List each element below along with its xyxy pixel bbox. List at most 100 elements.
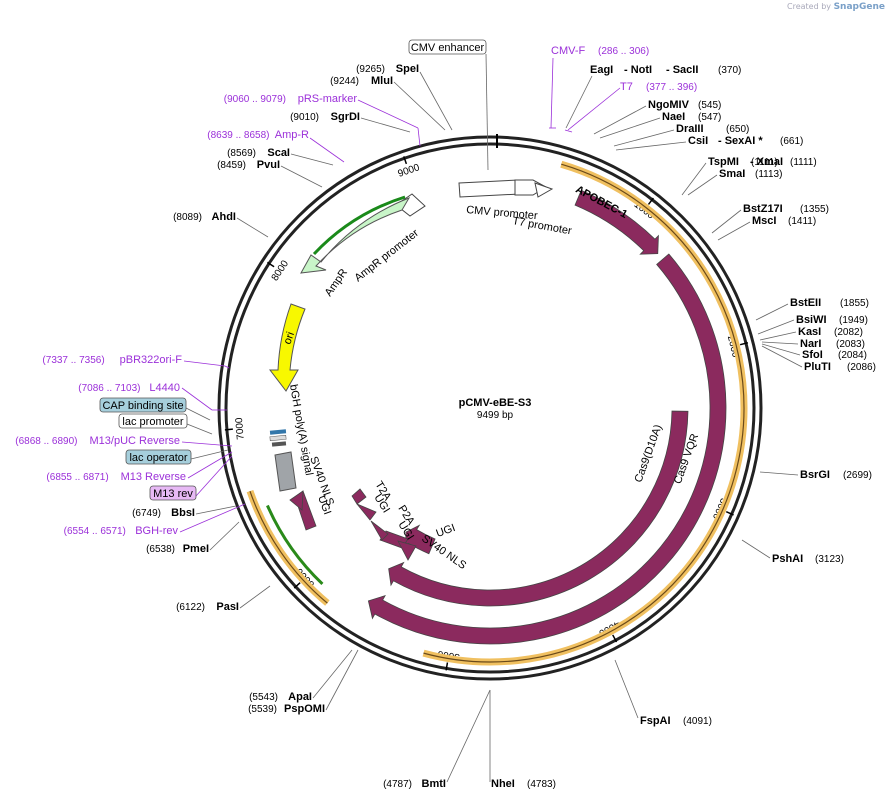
enzyme-position: (1855) — [840, 298, 869, 309]
primer-position: (286 .. 306) — [598, 46, 649, 57]
enzyme-bstz17i: BstZ17I(1355) — [743, 203, 829, 215]
leader-line — [357, 99, 419, 129]
enzyme-position: (3123) — [815, 554, 844, 565]
primer-position: (7337 .. 7356) — [42, 355, 104, 366]
enzyme-name: NheI — [491, 778, 515, 790]
enzyme-position: (2083) — [836, 339, 865, 350]
enzyme-position: (9265) — [356, 64, 385, 75]
leader-line — [687, 174, 718, 196]
enzyme-name: EagI — [590, 64, 613, 76]
leader-line — [717, 221, 751, 241]
leader-line — [613, 129, 675, 147]
primer-name: pRS-marker — [298, 93, 358, 105]
tick-mark — [403, 156, 408, 165]
enzyme-apai: ApaI(5543) — [249, 691, 312, 703]
leader-line — [614, 659, 639, 719]
enzyme-name: BstZ17I — [743, 203, 783, 215]
enzyme-sgrdi: SgrDI(9010) — [290, 111, 360, 123]
enzyme-name: ScaI — [267, 147, 290, 159]
orf-band — [246, 160, 748, 666]
enzyme-position: (8459) — [217, 160, 246, 171]
cmv-enhancer-box-text: CMV enhancer — [411, 42, 485, 54]
enzyme-name: MluI — [371, 75, 393, 87]
primer-position: (6855 .. 6871) — [46, 472, 108, 483]
primer-name: BGH-rev — [135, 525, 178, 537]
orf-arc — [422, 160, 748, 666]
enzyme-name: BmtI — [422, 778, 446, 790]
enzyme-kasi: KasI(2082) — [798, 326, 863, 338]
enzyme-position: (6749) — [132, 508, 161, 519]
leader-line — [185, 407, 211, 421]
enzyme-position: (8089) — [173, 212, 202, 223]
enzyme-nhei: NheI(4783) — [491, 778, 556, 790]
plasmid-size: 9499 bp — [477, 410, 514, 421]
t7-promoter-label: T7 promoter — [511, 215, 572, 237]
primer-name: L4440 — [149, 382, 180, 394]
enzyme-draiii: DraIII(650) — [676, 123, 749, 135]
enzyme-position: (4091) — [683, 716, 712, 727]
enzyme-name: - SexAI * — [718, 135, 763, 147]
primer-name: M13/pUC Reverse — [90, 435, 180, 447]
leader-line — [759, 331, 797, 341]
enzyme-csii: CsiI — [688, 135, 708, 147]
ugi-small-2 — [356, 503, 377, 521]
primer-position: (9060 .. 9079) — [224, 94, 286, 105]
primer-position: (8639 .. 8658) — [207, 130, 269, 141]
enzyme-position: (5543) — [249, 692, 278, 703]
leader-line — [761, 343, 801, 356]
enzyme-spei: SpeI(9265) — [356, 63, 419, 75]
green-orf-arc — [266, 504, 324, 586]
leader-line — [419, 71, 453, 131]
leader-line — [209, 521, 240, 551]
enzyme-pasi: PasI(6122) — [176, 601, 239, 613]
enzyme-position: (9244) — [330, 76, 359, 87]
enzyme-position: (1111) — [790, 157, 817, 168]
tick-mark — [445, 662, 449, 671]
enzyme-name: NaeI — [662, 111, 685, 123]
enzyme-pmei: PmeI(6538) — [146, 543, 209, 555]
enzyme-position: (1411) — [788, 216, 816, 227]
enzyme-position: (1949) — [839, 315, 868, 326]
leader-line — [183, 360, 226, 367]
leader-line — [761, 345, 803, 368]
leader-line — [485, 53, 489, 171]
enzyme-name: SfoI — [802, 349, 823, 361]
leader-line — [195, 505, 237, 515]
leader-line — [190, 449, 229, 460]
enzyme-position: (650) — [726, 124, 749, 135]
enzyme-position: (2084) — [838, 350, 867, 361]
ori-feature: ori — [268, 303, 306, 392]
enzyme-position: (1113) — [755, 169, 782, 180]
lac-promoter-box-text: lac promoter — [122, 416, 183, 428]
enzyme-xmai: - XmaI (1111) — [750, 156, 817, 168]
leader-line — [186, 423, 213, 435]
primer-pbr322ori-f: pBR322ori-F(7337 .. 7356) — [42, 354, 182, 366]
tick-mark — [266, 261, 275, 268]
leader-line — [181, 387, 213, 411]
leader-line — [179, 503, 246, 533]
lac-promoter-box: lac promoter — [118, 413, 188, 429]
enzyme-position: (8569) — [227, 148, 256, 159]
enzyme-nari: NarI(2083) — [800, 338, 865, 350]
enzyme-name: PvuI — [257, 159, 280, 171]
leader-line — [755, 303, 789, 321]
tick-mark — [725, 511, 734, 516]
leader-line — [446, 689, 491, 783]
enzyme-name: - NotI — [624, 64, 652, 76]
enzyme-position: (2082) — [834, 327, 863, 338]
leader-lines — [179, 53, 803, 783]
lac-operator-box: lac operator — [125, 449, 192, 465]
enzyme-tspmi: TspMI(1111) — [708, 156, 778, 168]
enzyme-name: SgrDI — [331, 111, 360, 123]
ugi-label-outer: UGI — [434, 522, 456, 540]
primer-position: (6554 .. 6571) — [64, 526, 126, 537]
enzyme-pshai: PshAI(3123) — [772, 553, 844, 565]
leader-line — [757, 319, 795, 335]
ori-label: ori — [282, 330, 297, 346]
backbone-outer — [217, 135, 763, 681]
orf-arc-2-core — [249, 490, 328, 604]
enzyme-name: - XmaI — [750, 156, 783, 168]
enzyme-mlui: MluI (9244) — [330, 75, 393, 87]
primer-name: T7 — [620, 81, 633, 93]
orf-arc-2 — [246, 490, 330, 606]
